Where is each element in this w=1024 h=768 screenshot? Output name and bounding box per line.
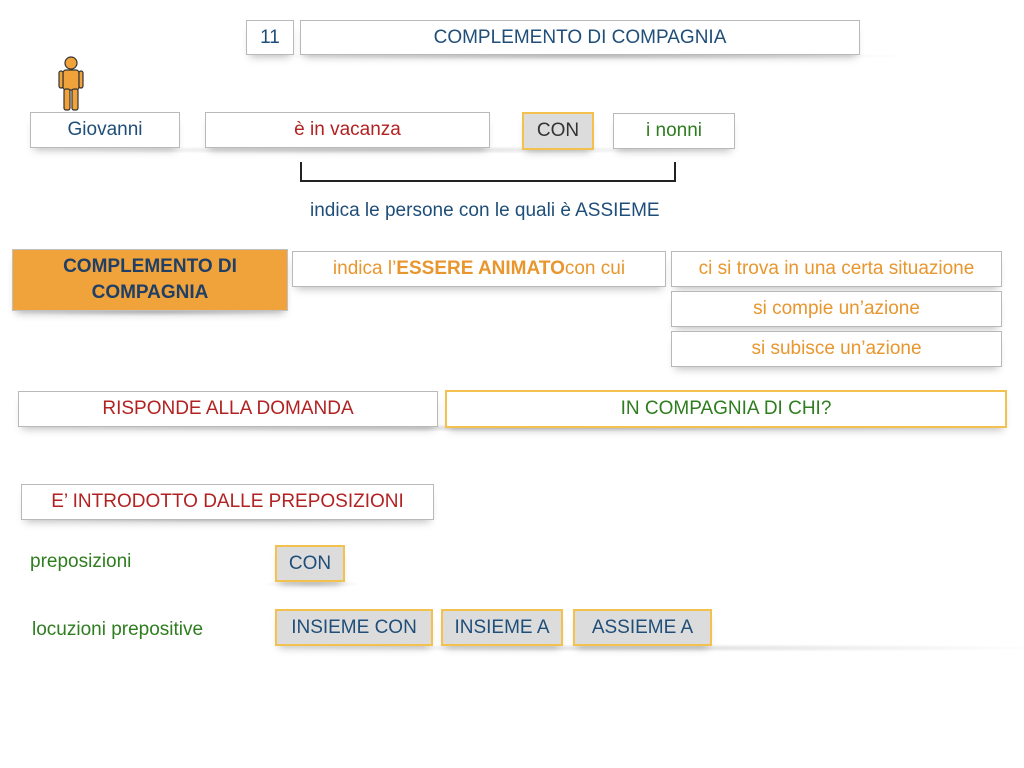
locution-insieme-a: INSIEME A: [441, 609, 563, 646]
preposition-con-box: CON: [522, 112, 594, 150]
subject-box: Giovanni: [30, 112, 180, 148]
question-value: IN COMPAGNIA DI CHI?: [445, 390, 1007, 428]
bracket-note: indica le persone con le quali è ASSIEME: [310, 200, 660, 221]
definition-label-line2: COMPAGNIA: [91, 282, 209, 303]
person-icon: [58, 56, 84, 112]
prepositions-label: preposizioni: [30, 551, 132, 572]
option-situation: ci si trova in una certa situazione: [671, 251, 1002, 287]
option-action-active: si compie un’azione: [671, 291, 1002, 327]
definition-text-pre: indica l’: [332, 258, 397, 279]
complement-box: i nonni: [613, 113, 735, 149]
bracket-line: [300, 162, 676, 182]
page-title: COMPLEMENTO DI COMPAGNIA: [300, 20, 860, 55]
introduction-label: E’ INTRODOTTO DALLE PREPOSIZIONI: [21, 484, 434, 520]
locution-insieme-con: INSIEME CON: [275, 609, 433, 646]
definition-text-bold: ESSERE ANIMATO: [396, 258, 565, 279]
question-label: RISPONDE ALLA DOMANDA: [18, 391, 438, 427]
predicate-box: è in vacanza: [205, 112, 490, 148]
definition-text-post: con cui: [564, 258, 626, 279]
locution-assieme-a: ASSIEME A: [573, 609, 712, 646]
definition-label: COMPLEMENTO DI COMPAGNIA: [12, 249, 288, 311]
slide-number: 11: [246, 20, 294, 55]
definition-label-line1: COMPLEMENTO DI: [63, 256, 237, 277]
preposition-con-chip: CON: [275, 545, 345, 582]
locutions-label: locuzioni prepositive: [32, 619, 204, 640]
option-action-passive: si subisce un’azione: [671, 331, 1002, 367]
definition-text: indica l’ESSERE ANIMATO con cui: [292, 251, 666, 287]
